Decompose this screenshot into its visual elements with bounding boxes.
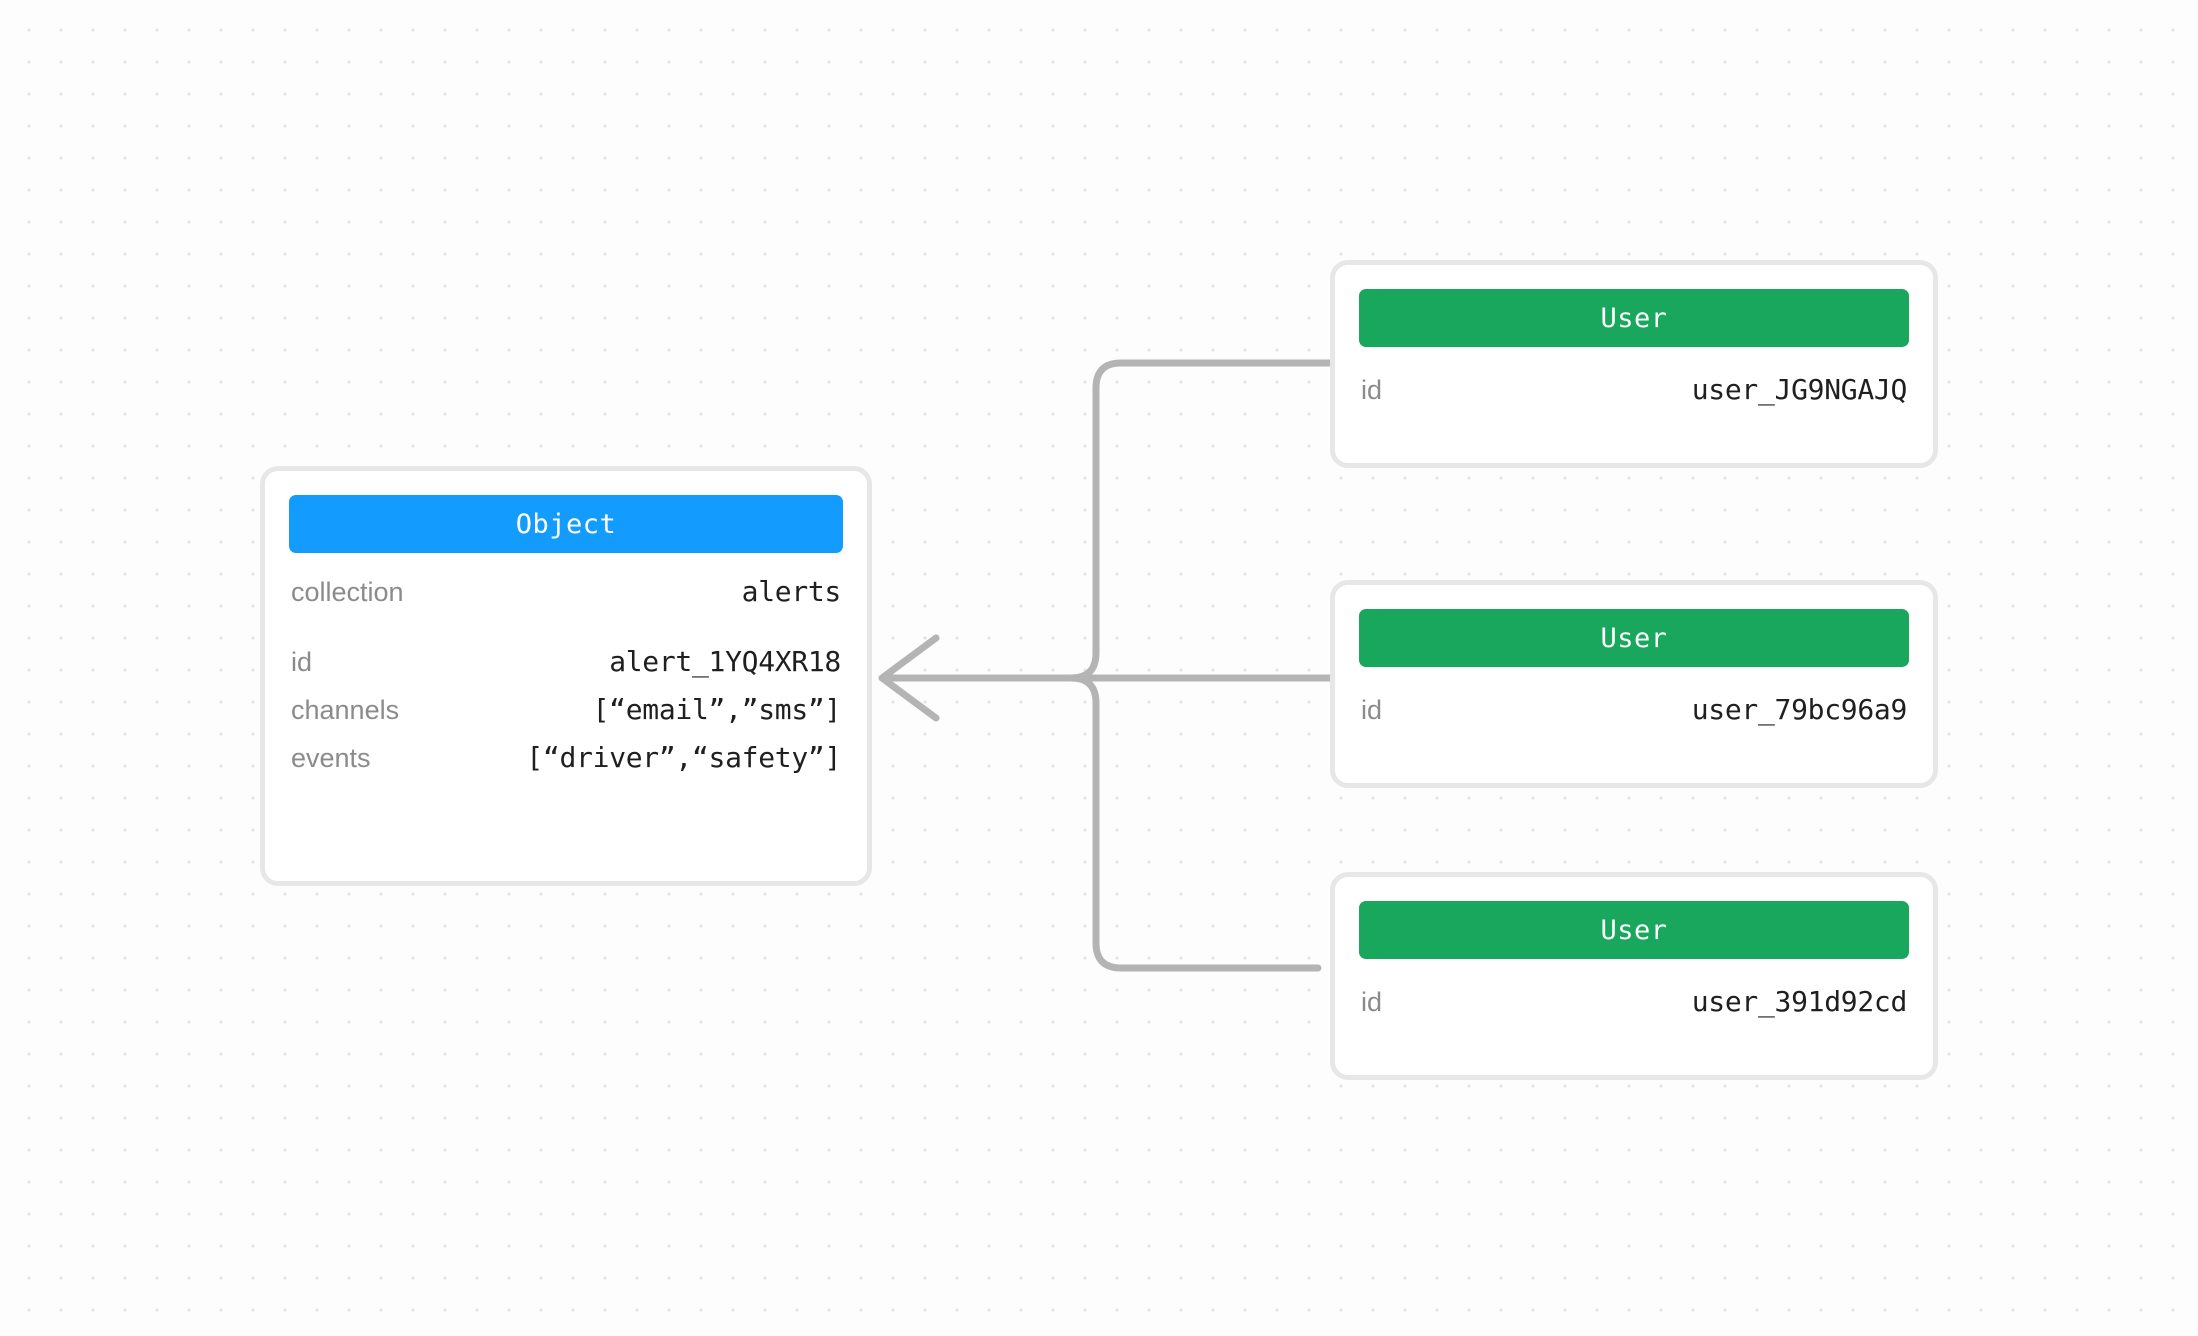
object-row-collection: collection alerts (291, 575, 841, 623)
row-key: id (291, 647, 313, 677)
row-group-separator (291, 623, 841, 645)
user-card-title: User (1359, 289, 1909, 347)
row-value: user_79bc96a9 (1691, 693, 1908, 726)
user-card[interactable]: User id user_391d92cd (1330, 872, 1938, 1080)
user-card[interactable]: User id user_JG9NGAJQ (1330, 260, 1938, 468)
user-card-rows: id user_JG9NGAJQ (1335, 347, 1933, 419)
object-row-channels: channels [“email”,”sms”] (291, 693, 841, 741)
row-value: [“driver”,“safety”] (526, 741, 841, 774)
row-value: user_391d92cd (1691, 985, 1908, 1018)
object-row-id: id alert_1YQ4XR18 (291, 645, 841, 693)
row-key: id (1361, 695, 1383, 725)
object-row-events: events [“driver”,“safety”] (291, 741, 841, 789)
user-row-id: id user_79bc96a9 (1361, 693, 1907, 739)
user-card-rows: id user_79bc96a9 (1335, 667, 1933, 739)
edge-user-2 (882, 674, 1322, 972)
row-key: id (1361, 375, 1383, 405)
row-value: alerts (741, 575, 842, 608)
user-card[interactable]: User id user_79bc96a9 (1330, 580, 1938, 788)
row-value: user_JG9NGAJQ (1691, 373, 1908, 406)
user-row-id: id user_391d92cd (1361, 985, 1907, 1031)
edge-user-0 (882, 359, 1336, 682)
object-card-title: Object (289, 495, 843, 553)
edge-arrowhead-icon (878, 634, 940, 722)
user-card-title: User (1359, 901, 1909, 959)
object-card-rows: collection alerts id alert_1YQ4XR18 chan… (265, 553, 867, 789)
row-value: [“email”,”sms”] (592, 693, 842, 726)
row-key: events (291, 743, 371, 773)
row-key: id (1361, 987, 1383, 1017)
user-card-title: User (1359, 609, 1909, 667)
row-value: alert_1YQ4XR18 (609, 645, 841, 678)
row-key: collection (291, 577, 404, 607)
user-row-id: id user_JG9NGAJQ (1361, 373, 1907, 419)
row-key: channels (291, 695, 400, 725)
user-card-rows: id user_391d92cd (1335, 959, 1933, 1031)
object-card[interactable]: Object collection alerts id alert_1YQ4XR… (260, 466, 872, 886)
